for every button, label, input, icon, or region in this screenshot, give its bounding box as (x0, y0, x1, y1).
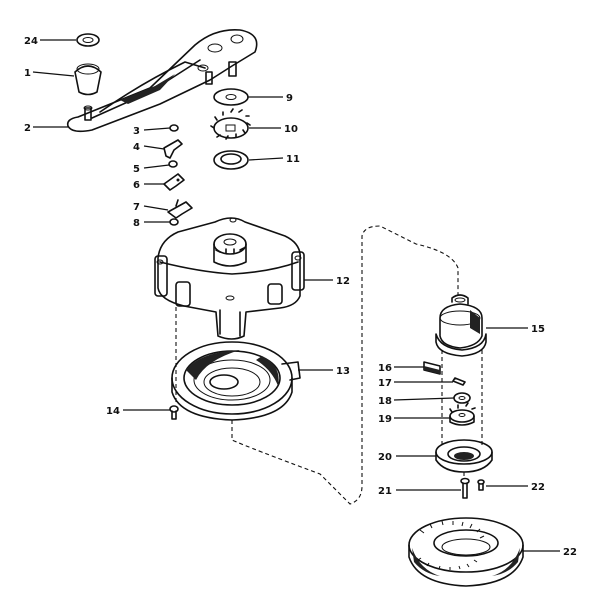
callout-8: 8 (133, 218, 140, 229)
part-22-small-screw (477, 479, 485, 491)
callout-3: 3 (133, 126, 140, 137)
callout-1: 1 (24, 68, 31, 79)
callout-17: 17 (378, 378, 392, 389)
callout-6: 6 (133, 180, 140, 191)
part-7-spring-clip (167, 199, 193, 219)
part-11-ring-washer (213, 150, 249, 170)
callout-11: 11 (286, 154, 300, 165)
callout-12: 12 (336, 276, 350, 287)
callout-labels: 24 1 2 3 4 5 6 7 8 9 10 11 12 13 14 15 1… (24, 36, 577, 558)
callout-19: 19 (378, 414, 392, 425)
callout-15: 15 (531, 324, 545, 335)
part-21-screw (460, 477, 470, 499)
callout-7: 7 (133, 202, 140, 213)
callout-18: 18 (378, 396, 392, 407)
callout-9: 9 (286, 93, 293, 104)
part-24-washer (76, 33, 100, 47)
leader-lines (32, 39, 560, 552)
part-3-washer (169, 124, 179, 132)
part-15-pulley-hub (435, 294, 487, 357)
part-17-pin (452, 377, 466, 386)
callout-10: 10 (284, 124, 298, 135)
part-16-spring-strip (423, 361, 441, 375)
part-2-lever-arm (66, 28, 258, 133)
part-8-washer (169, 218, 179, 226)
callout-2: 2 (24, 123, 31, 134)
part-22-rubber-ring (408, 517, 524, 587)
callout-20: 20 (378, 452, 392, 463)
part-19-ratchet (449, 402, 476, 426)
callout-22-upper: 22 (531, 482, 545, 493)
callout-5: 5 (133, 164, 140, 175)
part-9-flat-washer (213, 88, 249, 106)
part-5-washer (168, 160, 178, 168)
part-13-recoil-spring-cup (171, 341, 301, 421)
part-14-screw (169, 405, 179, 420)
callout-24: 24 (24, 36, 38, 47)
callout-21: 21 (378, 486, 392, 497)
callout-14: 14 (106, 406, 120, 417)
part-20-bearing-cup (435, 439, 493, 473)
part-10-gear (210, 108, 251, 140)
part-18-washer (453, 392, 471, 404)
assembly-lines (175, 225, 483, 505)
part-6-pawl (163, 173, 185, 191)
part-1-knob (74, 63, 102, 96)
callout-4: 4 (133, 142, 140, 153)
callout-13: 13 (336, 366, 350, 377)
callout-22-lower: 22 (563, 547, 577, 558)
part-4-pawl (163, 139, 183, 159)
part-12-starter-housing (154, 217, 305, 340)
callout-16: 16 (378, 363, 392, 374)
